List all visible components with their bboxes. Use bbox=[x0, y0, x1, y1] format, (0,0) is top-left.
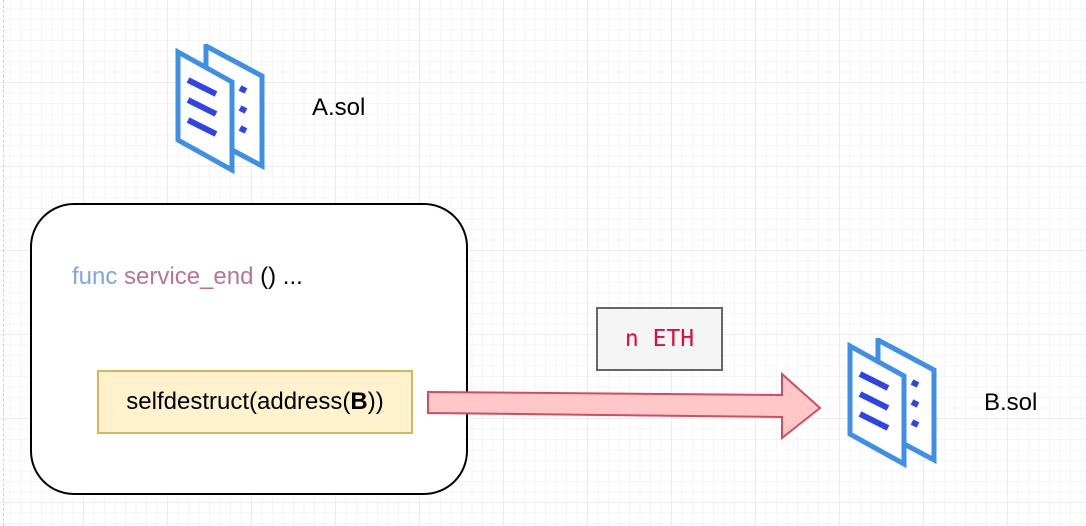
contract-body-box bbox=[30, 203, 468, 495]
func-rest: () ... bbox=[253, 263, 303, 290]
eth-amount-label: n ETH bbox=[596, 307, 723, 371]
function-signature: func service_end () ... bbox=[72, 263, 303, 291]
document-pages-icon bbox=[847, 338, 937, 469]
file-label-b: B.sol bbox=[984, 389, 1038, 416]
document-pages-icon bbox=[175, 44, 265, 175]
left-guide-line bbox=[3, 0, 4, 526]
file-label-a: A.sol bbox=[312, 94, 366, 121]
selfdestruct-call-box: selfdestruct(address(B)) bbox=[97, 370, 413, 434]
func-name: service_end bbox=[124, 263, 254, 290]
transfer-arrow bbox=[427, 372, 822, 440]
call-arg: B bbox=[350, 388, 368, 415]
call-prefix: selfdestruct(address( bbox=[126, 388, 351, 415]
func-keyword: func bbox=[72, 263, 118, 290]
call-suffix: )) bbox=[367, 388, 384, 415]
